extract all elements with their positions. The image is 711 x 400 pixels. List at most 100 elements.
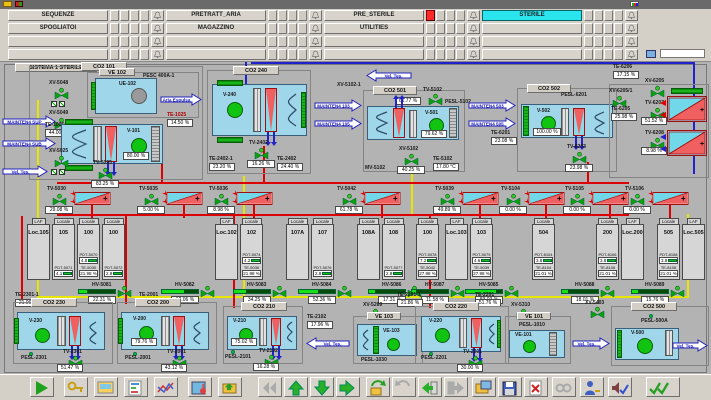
valve-icon[interactable] — [342, 193, 357, 206]
valve-icon[interactable] — [650, 85, 665, 98]
play-button[interactable] — [30, 377, 54, 397]
unit-title[interactable]: CO2 500 — [631, 302, 677, 311]
room-loc-102[interactable] — [215, 224, 238, 280]
valve-icon[interactable] — [570, 193, 585, 206]
valve-icon[interactable] — [337, 285, 352, 298]
ack-button[interactable] — [608, 377, 632, 397]
alarm-bell-button[interactable] — [309, 10, 322, 21]
nav-button-pre_sterile[interactable]: PRE_STERILE — [324, 10, 424, 21]
nav-button-pretratt_aria[interactable]: PRETRATT_ARIA — [166, 10, 266, 21]
fan-motor[interactable] — [35, 328, 50, 343]
report-button[interactable] — [124, 377, 148, 397]
open-button[interactable] — [472, 377, 496, 397]
valve-icon[interactable] — [450, 285, 465, 298]
room-107a[interactable] — [286, 224, 309, 280]
nav-button-empty-3-2[interactable] — [482, 36, 582, 47]
valve-icon[interactable] — [54, 155, 69, 168]
hv-position-bar[interactable] — [465, 289, 503, 294]
alarm-bell-button[interactable] — [151, 10, 164, 21]
page-in-button[interactable] — [418, 377, 442, 397]
room-102[interactable] — [240, 224, 263, 280]
unit-title[interactable]: VE 102 — [99, 68, 135, 76]
fan-motor[interactable] — [523, 340, 536, 353]
unit-title[interactable]: CO2 240 — [233, 66, 279, 75]
nav-down-button[interactable] — [310, 377, 334, 397]
room-108[interactable] — [382, 224, 405, 280]
alarm-flask-icon[interactable] — [15, 1, 23, 7]
redo-button[interactable] — [392, 377, 416, 397]
nav-button-magazzino[interactable]: MAGAZZINO — [166, 23, 266, 34]
alarm-bell-button[interactable] — [625, 23, 638, 34]
nav-button-empty-0-3[interactable] — [8, 49, 108, 60]
nav-button-empty-3-3[interactable] — [482, 49, 582, 60]
alarm-bell-button[interactable] — [151, 36, 164, 47]
alarm-bell-button[interactable] — [467, 23, 480, 34]
unit-title[interactable]: CO2 502 — [527, 84, 571, 93]
hv-position-bar[interactable] — [561, 289, 599, 294]
trend-button[interactable] — [154, 377, 178, 397]
room-108a[interactable] — [357, 224, 380, 280]
valve-icon[interactable] — [52, 193, 67, 206]
nav-button-empty-1-3[interactable] — [166, 49, 266, 60]
unit-title[interactable]: CO2 220 — [433, 302, 479, 311]
fan-motor[interactable] — [637, 338, 653, 354]
room-200[interactable] — [596, 224, 619, 280]
valve-icon[interactable] — [200, 285, 215, 298]
nav-back-button[interactable] — [258, 377, 282, 397]
room-107[interactable] — [311, 224, 334, 280]
valve-icon[interactable] — [214, 193, 229, 206]
key-button[interactable] — [64, 377, 88, 397]
display-button[interactable] — [94, 377, 118, 397]
room-loc-200[interactable] — [621, 224, 644, 280]
chart-icon[interactable] — [630, 1, 639, 7]
room-loc-103[interactable] — [445, 224, 468, 280]
alarm-bell-button[interactable] — [309, 49, 322, 60]
alarm-bell-button[interactable] — [467, 10, 480, 21]
valve-icon[interactable] — [144, 193, 159, 206]
unit-title[interactable]: VE 103 — [367, 312, 401, 320]
mimic-button[interactable] — [188, 377, 212, 397]
hv-position-bar[interactable] — [161, 289, 199, 294]
valve-icon[interactable] — [440, 193, 455, 206]
nav-button-empty-1-2[interactable] — [166, 36, 266, 47]
alarm-bell-button[interactable] — [151, 23, 164, 34]
ack-all-button[interactable] — [646, 377, 680, 397]
nav-button-sterile[interactable]: STERILE — [482, 10, 582, 21]
alarm-bell-button[interactable] — [625, 10, 638, 21]
nav-button-empty-0-2[interactable] — [8, 36, 108, 47]
hv-position-bar[interactable] — [411, 289, 449, 294]
nav-up-button[interactable] — [284, 377, 308, 397]
link-button[interactable] — [552, 377, 576, 397]
valve-icon[interactable] — [612, 95, 627, 108]
unit-title[interactable]: CO2 210 — [241, 302, 287, 311]
unit-title[interactable]: CO2 200 — [135, 298, 181, 307]
valve-icon[interactable] — [98, 167, 113, 180]
delete-button[interactable] — [524, 377, 548, 397]
alarm-bell-button[interactable] — [309, 36, 322, 47]
valve-icon[interactable] — [404, 153, 419, 166]
nav-button-empty-2-3[interactable] — [324, 49, 424, 60]
valve-icon[interactable] — [506, 193, 521, 206]
save-button[interactable] — [498, 377, 522, 397]
room-505[interactable] — [657, 224, 680, 280]
import-button[interactable] — [218, 377, 242, 397]
room-loc-505[interactable] — [682, 224, 705, 280]
nav-button-utilities[interactable]: UTILITIES — [324, 23, 424, 34]
room-105[interactable] — [52, 224, 75, 280]
nav-forward-button[interactable] — [336, 377, 360, 397]
fan-motor[interactable] — [387, 338, 400, 351]
hv-position-bar[interactable] — [233, 289, 271, 294]
valve-icon[interactable] — [272, 285, 287, 298]
alarm-bell-button[interactable] — [625, 36, 638, 47]
valve-icon[interactable] — [600, 285, 615, 298]
hv-position-bar[interactable] — [368, 289, 406, 294]
alarm-bell-button[interactable] — [151, 49, 164, 60]
nav-button-empty-2-2[interactable] — [324, 36, 424, 47]
valve-icon[interactable] — [254, 147, 269, 160]
room-100[interactable] — [416, 224, 439, 280]
hv-position-bar[interactable] — [298, 289, 336, 294]
room-100[interactable] — [77, 224, 100, 280]
unit-title[interactable]: CO2 230 — [31, 298, 77, 307]
motor[interactable] — [131, 88, 147, 104]
hv-position-bar[interactable] — [631, 289, 669, 294]
